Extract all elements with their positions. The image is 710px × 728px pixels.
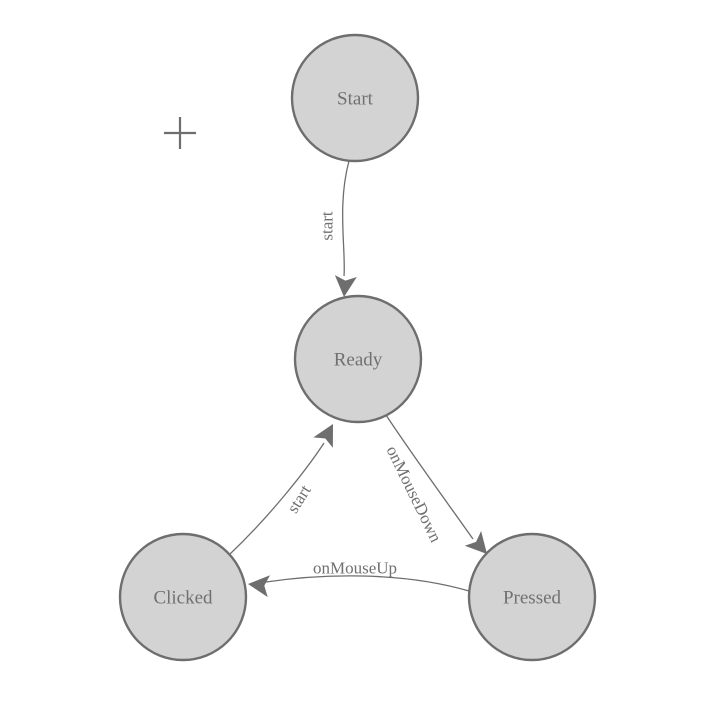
edge-label: start (318, 211, 337, 241)
node-label: Ready (334, 350, 383, 371)
edge-label: start (283, 481, 315, 516)
edge-line (385, 414, 474, 540)
edge-label: onMouseUp (313, 559, 397, 578)
plus-marker[interactable] (164, 117, 196, 149)
node-pressed[interactable]: Pressed (467, 532, 597, 662)
edge-arrowhead (313, 424, 333, 448)
node-circle[interactable] (467, 532, 597, 662)
node-circle[interactable] (290, 33, 420, 163)
node-clicked[interactable]: Clicked (118, 532, 248, 662)
edge-pressed-to-clicked[interactable]: onMouseUp (247, 559, 470, 598)
node-circle[interactable] (293, 294, 423, 424)
edge-ready-to-pressed[interactable]: onMouseDown (382, 414, 495, 561)
node-label: Start (337, 89, 374, 110)
node-start[interactable]: Start (290, 33, 420, 163)
node-circle[interactable] (118, 532, 248, 662)
edge-line (229, 442, 325, 555)
edge-arrowhead (334, 275, 357, 297)
edge-label: onMouseDown (382, 443, 445, 546)
edge-arrowhead (464, 531, 487, 554)
node-label: Pressed (503, 588, 562, 609)
node-label: Clicked (153, 588, 213, 609)
edge-line (341, 160, 350, 277)
edge-line (265, 575, 470, 592)
edge-clicked-to-ready[interactable]: start (229, 419, 343, 555)
edge-start-to-ready[interactable]: start (318, 160, 357, 298)
edge-arrowhead (248, 575, 271, 598)
markers-layer (164, 117, 196, 149)
node-ready[interactable]: Ready (293, 294, 423, 424)
